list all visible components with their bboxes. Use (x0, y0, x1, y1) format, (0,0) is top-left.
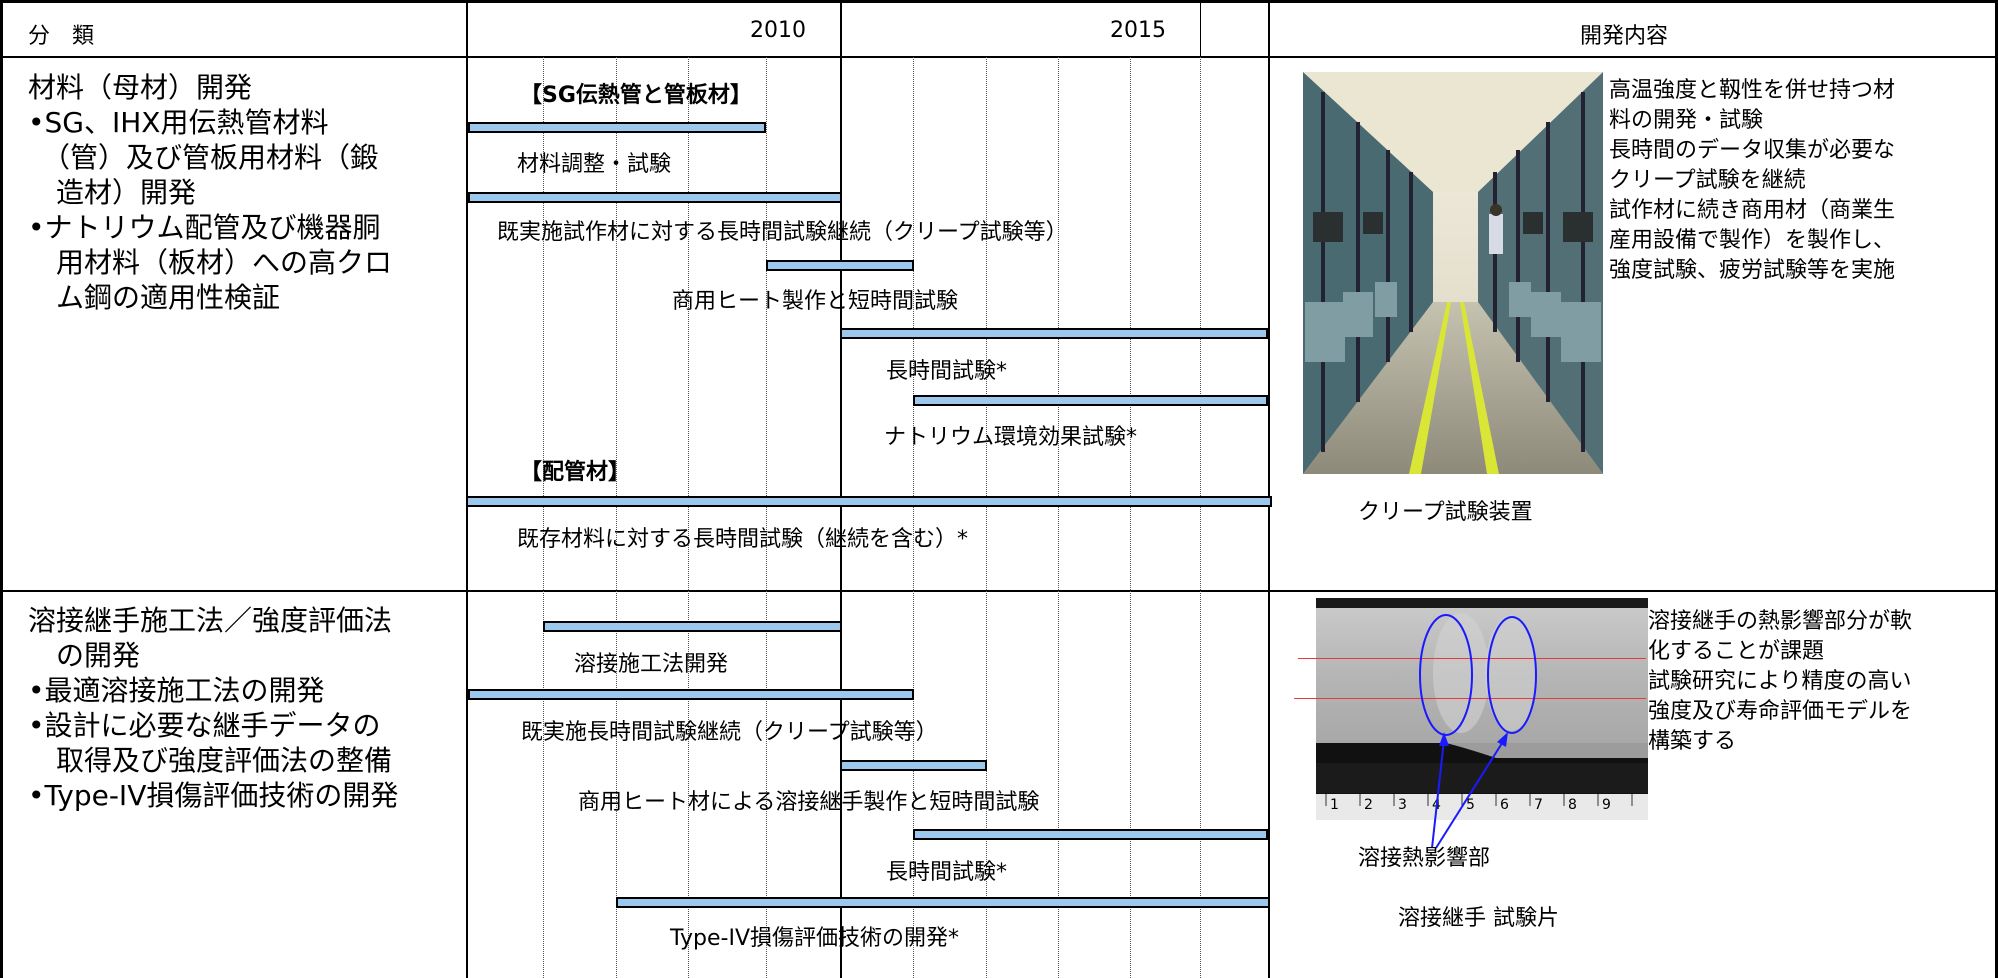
ruler-number: 9 (1602, 797, 1611, 813)
schedule-bar (466, 496, 1272, 507)
task-label: 既実施長時間試験継続（クリープ試験等） (521, 720, 938, 745)
row1-description: 高温強度と靱性を併せ持つ材 料の開発・試験 長時間のデータ収集が必要な クリープ… (1609, 78, 1896, 283)
schedule-bar (616, 897, 1270, 908)
year-gridline (688, 57, 689, 978)
header-category: 分 類 (28, 24, 95, 49)
category-column-border (466, 0, 468, 978)
year-gridline (1058, 57, 1059, 978)
row1-section-pipe: 【配管材】 (520, 460, 631, 485)
year-gridline (986, 57, 987, 978)
task-label: 溶接施工法開発 (574, 652, 729, 677)
row1-section-sg: 【SG伝熱管と管板材】 (520, 83, 752, 108)
year-gridline (1200, 57, 1201, 978)
row-divider (0, 590, 1998, 592)
ruler-number: 1 (1330, 797, 1339, 813)
year-gridline (1130, 57, 1131, 978)
schedule-bar (840, 760, 987, 771)
task-label: Type-IV損傷評価技術の開発* (670, 926, 960, 951)
row2-category: 溶接継手施工法／強度評価法 の開発 •最適溶接施工法の開発 •設計に必要な継手デ… (28, 604, 399, 812)
ruler-number: 2 (1364, 797, 1373, 813)
header-bottom-border (0, 56, 1998, 58)
task-label: 長時間試験* (886, 359, 1008, 384)
task-label: ナトリウム環境効果試験* (884, 425, 1138, 450)
ruler-number: 5 (1466, 797, 1475, 813)
header-content: 開発内容 (1580, 24, 1669, 49)
header-year-2010: 2010 (750, 18, 806, 43)
task-label: 長時間試験* (886, 860, 1008, 885)
schedule-bar (913, 829, 1268, 840)
task-label: 商用ヒート製作と短時間試験 (672, 289, 959, 314)
header-year-2015: 2015 (1110, 18, 1166, 43)
schedule-bar (840, 328, 1268, 339)
haz-label: 溶接熱影響部 (1358, 846, 1491, 871)
ruler-number: 3 (1398, 797, 1407, 813)
schedule-bar (543, 621, 842, 632)
table-right-border (1995, 0, 1998, 978)
creep-test-photo (1303, 72, 1603, 474)
content-column-border (1268, 0, 1270, 978)
table-left-border (0, 0, 3, 978)
schedule-bar (766, 260, 914, 271)
task-label: 商用ヒート材による溶接継手製作と短時間試験 (578, 790, 1040, 815)
row2-photo-caption: 溶接継手 試験片 (1398, 906, 1559, 931)
schedule-bar (468, 192, 842, 203)
table-top-border (0, 0, 1998, 3)
schedule-bar (468, 122, 766, 133)
ruler-number: 8 (1568, 797, 1577, 813)
row1-category: 材料（母材）開発 •SG、IHX用伝熱管材料 （管）及び管板用材料（鍛 造材）開… (28, 71, 393, 314)
row2-description: 溶接継手の熱影響部分が軟 化することが課題 試験研究により精度の高い 強度及び寿… (1648, 609, 1913, 754)
task-label: 既実施試作材に対する長時間試験継続（クリープ試験等） (497, 220, 1068, 245)
ruler-number: 6 (1500, 797, 1509, 813)
schedule-bar (468, 689, 914, 700)
haz-annotation (1419, 614, 1537, 849)
weld-specimen-photo: 1 2 3 4 5 6 7 8 9 (1316, 598, 1648, 820)
schedule-bar (913, 395, 1268, 406)
year-gridline (543, 57, 544, 978)
ruler-number: 7 (1534, 797, 1543, 813)
year-gridline (913, 57, 914, 978)
task-label: 既存材料に対する長時間試験（継続を含む）* (517, 527, 969, 552)
header-divider-2016 (1200, 0, 1201, 57)
row1-photo-caption: クリープ試験装置 (1358, 500, 1533, 525)
task-label: 材料調整・試験 (517, 152, 672, 177)
year-2010-line (840, 0, 842, 978)
year-gridline (766, 57, 767, 978)
year-gridline (616, 57, 617, 978)
